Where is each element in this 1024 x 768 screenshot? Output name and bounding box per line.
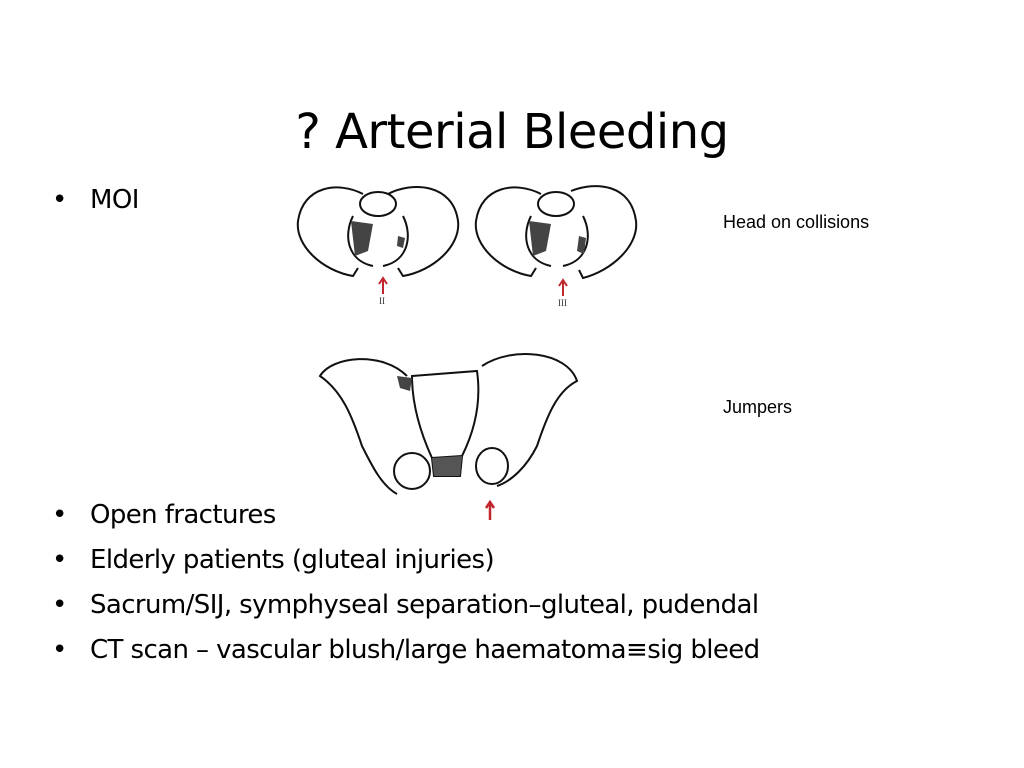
bullet-dot: • [52,590,67,620]
bullet-dot: • [52,500,67,530]
pelvis-diagram-ii: II [296,186,460,306]
bullet-text: MOI [90,185,139,215]
bullet-sacrum: • Sacrum/SIJ, symphyseal separation–glute… [52,590,759,620]
bullet-ct-scan: • CT scan – vascular blush/large haematom… [52,635,760,665]
pelvis-diagram-iii: III [474,185,638,308]
arrow-up-icon [558,278,568,296]
bullet-dot: • [52,635,67,665]
bullet-open-fractures: • Open fractures [52,500,276,530]
pelvis-diagram-vertical-shear [318,353,579,520]
bullet-moi: • MOI [52,185,139,215]
bullet-elderly: • Elderly patients (gluteal injuries) [52,545,495,575]
bullet-text: Elderly patients (gluteal injuries) [90,545,495,575]
bullet-text: Sacrum/SIJ, symphyseal separation–glutea… [90,590,759,620]
bullet-dot: • [52,545,67,575]
arrow-up-icon [378,276,388,294]
bullet-text: Open fractures [90,500,276,530]
caption-head-on-collisions: Head on collisions [723,212,870,232]
slide-title: ? Arterial Bleeding [295,104,729,160]
figure-label: III [558,298,567,308]
caption-jumpers: Jumpers [723,397,793,417]
bullet-text: CT scan – vascular blush/large haematoma… [90,635,760,665]
bullet-dot: • [52,185,67,215]
figure-label: II [379,296,385,306]
arrow-up-icon [484,499,496,520]
